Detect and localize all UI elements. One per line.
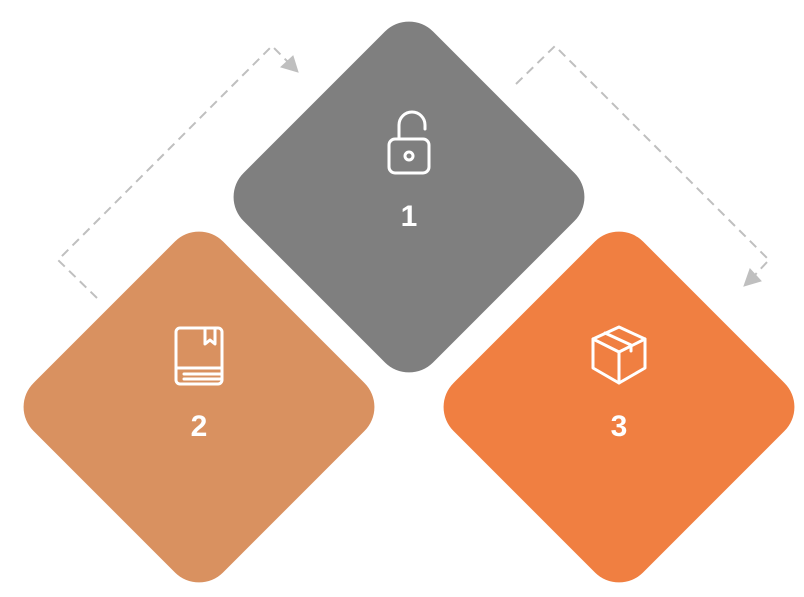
step-3-number: 3 xyxy=(610,410,628,443)
step-1-number: 1 xyxy=(400,200,418,233)
step-1-content: 1 xyxy=(349,105,469,235)
step-2-number: 2 xyxy=(190,410,208,443)
step-3-content: 3 xyxy=(559,315,679,445)
unlock-icon xyxy=(387,110,431,175)
book-icon xyxy=(174,326,224,386)
arrowhead-to-1 xyxy=(280,55,299,73)
step-2-content: 2 xyxy=(139,315,259,445)
box-icon xyxy=(591,325,647,385)
arrowhead-to-3 xyxy=(743,268,762,287)
